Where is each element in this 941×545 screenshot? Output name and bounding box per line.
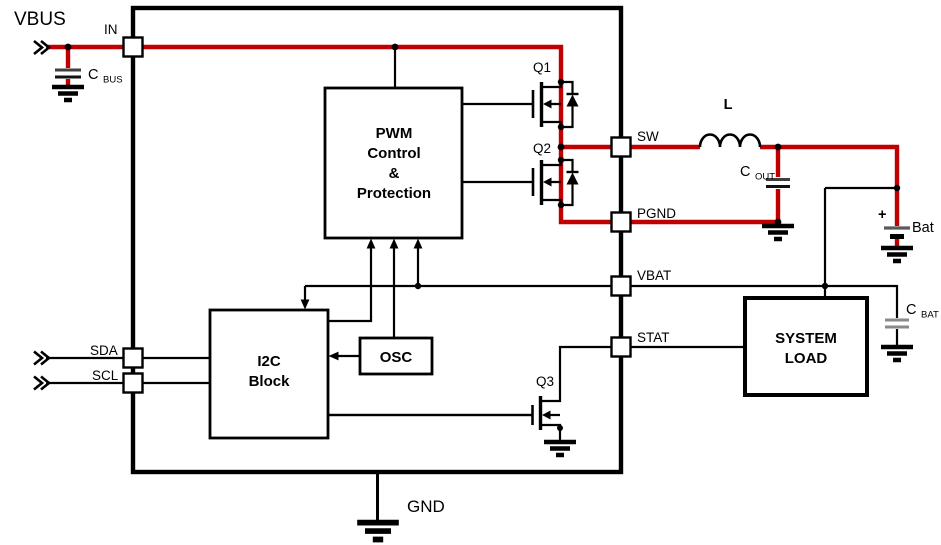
q1-label: Q1 <box>533 60 551 75</box>
cout-label-sub: OUT <box>755 172 775 183</box>
pwm-label-line3: & <box>389 165 400 182</box>
signal-wires <box>46 47 899 520</box>
cout-label: C OUT <box>740 164 775 183</box>
cout-ground-icon <box>762 226 794 239</box>
wire-vbat-rail <box>305 284 899 318</box>
wire-vbus-to-pgnd <box>46 44 778 225</box>
gnd-label: GND <box>407 497 445 516</box>
arrow-into-pwm-1 <box>366 238 376 249</box>
cbus-ground-icon <box>52 87 84 100</box>
system-load-label-line1: SYSTEM <box>775 330 837 347</box>
q2-label: Q2 <box>533 141 551 156</box>
gnd-ground-icon <box>357 523 399 540</box>
ic-boundary <box>130 5 624 475</box>
q3-ground-icon <box>544 442 576 455</box>
pwm-label-line1: PWM <box>376 125 413 142</box>
cout-label-main: C <box>740 164 750 180</box>
inductor-coil <box>698 133 762 148</box>
battery-plus-label: + <box>878 207 886 223</box>
arrow-into-pwm-3 <box>413 238 423 249</box>
ic-pins <box>122 36 632 394</box>
cbat-ground-icon <box>881 347 913 360</box>
system-load-label-line2: LOAD <box>785 350 828 367</box>
i2c-label-line2: Block <box>249 373 291 390</box>
pin-scl-label: SCL <box>92 368 119 383</box>
osc-block <box>358 336 434 376</box>
cbat-capacitor <box>885 318 909 329</box>
arrow-into-i2c-top <box>300 299 310 310</box>
pin-sw <box>610 136 632 158</box>
pwm-label-line4: Protection <box>357 185 431 202</box>
cbat-label-main: C <box>906 302 916 318</box>
wire-i2c-to-pwm <box>328 246 373 323</box>
cbat-label-sub: BAT <box>921 310 939 321</box>
system-load-block <box>743 296 869 397</box>
pwm-block <box>323 86 464 240</box>
vbus-label: VBUS <box>14 9 66 30</box>
pin-pgnd-label: PGND <box>637 206 676 221</box>
pin-in-label: IN <box>104 22 118 37</box>
inductor-label: L <box>724 97 733 113</box>
pin-sda-label: SDA <box>90 343 118 358</box>
pin-pgnd <box>610 211 632 233</box>
pin-in <box>122 36 144 58</box>
pin-vbat-label: VBAT <box>637 268 671 283</box>
q3-mosfet <box>326 394 565 442</box>
battery-ground-icon <box>881 248 913 261</box>
pin-scl <box>122 372 144 394</box>
pin-vbat <box>610 275 632 297</box>
cbus-label: C BUS <box>88 67 123 86</box>
q3-label: Q3 <box>536 374 554 389</box>
arrow-into-i2c-right <box>328 351 339 361</box>
cout-capacitor <box>766 178 790 188</box>
arrow-into-pwm-2 <box>389 238 399 249</box>
pin-sda <box>122 347 144 369</box>
battery <box>884 226 910 239</box>
cbat-label: C BAT <box>906 302 939 321</box>
cbus-label-main: C <box>88 67 98 83</box>
i2c-block <box>208 308 330 440</box>
pin-stat <box>610 336 632 358</box>
junction-dots <box>64 43 901 290</box>
cbus-capacitor <box>55 68 81 79</box>
signal-arrows <box>300 238 423 361</box>
pin-stat-label: STAT <box>637 330 670 345</box>
wire-inductor-to-battery <box>760 144 900 226</box>
osc-label: OSC <box>380 349 413 366</box>
pwm-label-line2: Control <box>367 145 420 162</box>
battery-label: Bat <box>912 220 934 236</box>
cbus-label-sub: BUS <box>103 75 123 86</box>
wire-stat <box>558 345 745 398</box>
pin-sw-label: SW <box>637 129 659 144</box>
i2c-label-line1: I2C <box>257 353 281 370</box>
power-path-wires <box>46 44 900 246</box>
